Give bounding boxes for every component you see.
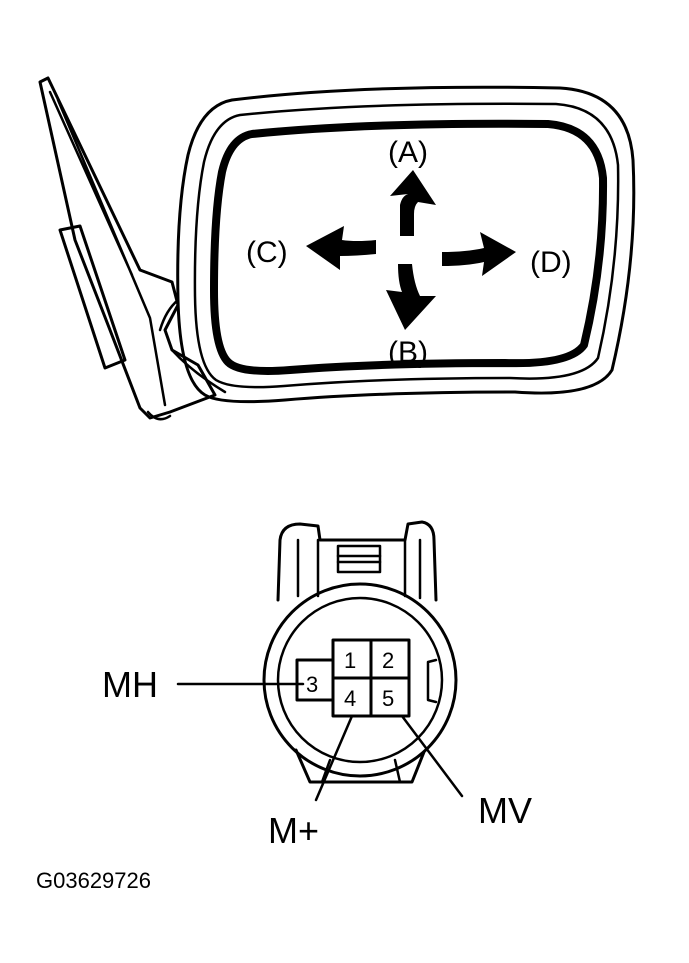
pin-number-2: 2 xyxy=(382,648,394,673)
connector-skirt xyxy=(294,748,426,784)
mirror-mount-inner xyxy=(48,90,167,407)
mirror-housing-outer xyxy=(176,85,636,404)
pin-cell-5 xyxy=(369,676,411,718)
mirror-mount-ring xyxy=(146,410,172,421)
pin-number-1: 1 xyxy=(344,648,356,673)
pin-number-3: 3 xyxy=(306,672,318,697)
mirror-mount-foot xyxy=(58,224,127,370)
mirror-illustration xyxy=(38,76,636,421)
signal-label-mv: MV xyxy=(478,790,532,831)
leader-mv xyxy=(400,714,464,798)
connector-body-inner xyxy=(276,596,444,764)
mirror-housing-second xyxy=(193,102,620,389)
direction-arrows xyxy=(306,170,516,330)
pin-number-5: 5 xyxy=(382,686,394,711)
connector-latch-line xyxy=(336,554,382,564)
signal-label-m-plus: M+ xyxy=(268,810,319,851)
connector-skirt-inner xyxy=(320,758,402,784)
pin-number-4: 4 xyxy=(344,686,356,711)
direction-label-c: (C) xyxy=(246,236,288,269)
connector-body-outer xyxy=(262,582,458,778)
connector-lock-tab-inner xyxy=(296,538,422,600)
arrow-down-icon xyxy=(386,264,436,330)
mirror-housing-neck xyxy=(158,298,227,394)
direction-label-d: (D) xyxy=(530,246,572,279)
connector-latch xyxy=(336,544,382,574)
connector-lock-tab xyxy=(276,520,438,602)
arrow-up-icon xyxy=(390,170,436,236)
arrow-right-icon xyxy=(442,232,516,276)
connector-key xyxy=(426,658,438,704)
arrow-left-icon xyxy=(306,226,376,270)
mirror-mount-arm xyxy=(38,76,217,420)
direction-label-a: (A) xyxy=(388,136,428,169)
mirror-glass-border xyxy=(210,119,608,375)
leader-m-plus xyxy=(314,714,354,802)
figure-code: G03629726 xyxy=(36,868,151,893)
signal-label-mh: MH xyxy=(102,664,158,705)
direction-label-b: (B) xyxy=(388,336,428,369)
connector-illustration xyxy=(176,520,464,802)
